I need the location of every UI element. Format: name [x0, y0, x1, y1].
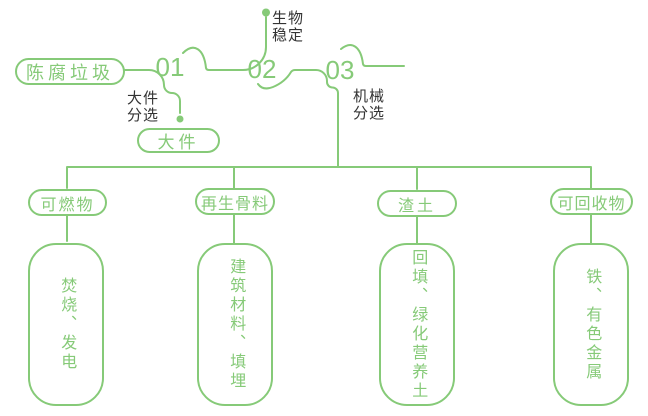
category-label: 可回收物 [557, 195, 626, 213]
label-bio-stabilization: 生物 稳定 [272, 10, 304, 44]
disposal-box-backfill: 回填、绿化营养土 [379, 243, 455, 406]
disposal-box-building-materials: 建筑材料、填埋 [197, 243, 273, 406]
label-bulky-line1: 大件 [127, 90, 160, 107]
step-number-03: 03 [325, 55, 355, 85]
disposal-text: 回填、绿化营养土 [409, 248, 427, 401]
arc-over-step-03-exit [340, 44, 405, 67]
category-pill-combustibles: 可燃物 [28, 189, 107, 216]
source-pill: 陈腐垃圾 [15, 58, 125, 85]
label-mech-line1: 机械 [353, 88, 386, 105]
disposal-box-incineration: 焚烧、发电 [28, 243, 104, 406]
label-bio-line1: 生物 [272, 10, 305, 27]
category-label: 渣土 [397, 197, 436, 215]
arc-over-step-01 [182, 16, 267, 71]
line-source-to-bulky-branch [124, 69, 181, 114]
step-number-01: 01 [155, 52, 185, 82]
category-pill-recycled-aggregate: 再生骨料 [195, 188, 275, 215]
category-label: 可燃物 [40, 196, 95, 214]
category-pill-recyclables: 可回收物 [550, 188, 633, 215]
disposal-text: 焚烧、发电 [58, 277, 76, 372]
label-mech-line2: 分选 [353, 105, 386, 122]
source-label: 陈腐垃圾 [26, 62, 114, 83]
branch-rail [66, 166, 592, 189]
label-bulky-sorting: 大件 分选 [127, 90, 159, 124]
disposal-box-metals: 铁、有色金属 [553, 243, 629, 406]
disposal-text: 铁、有色金属 [583, 267, 601, 382]
node-dot-bulky [176, 115, 184, 123]
label-bio-line2: 稳定 [272, 27, 305, 44]
node-dot-bio [262, 8, 270, 17]
swoosh-under-step-02-to-main-branch [257, 69, 339, 168]
label-mechanical-sorting: 机械 分选 [353, 88, 385, 122]
disposal-text: 建筑材料、填埋 [227, 258, 245, 391]
category-label: 再生骨料 [200, 195, 269, 213]
category-pill-slag-soil: 渣土 [377, 190, 457, 217]
bulky-output-pill: 大件 [137, 128, 220, 153]
label-bulky-line2: 分选 [127, 107, 160, 124]
bulky-output-label: 大件 [157, 133, 200, 152]
step-number-02: 02 [247, 54, 277, 84]
